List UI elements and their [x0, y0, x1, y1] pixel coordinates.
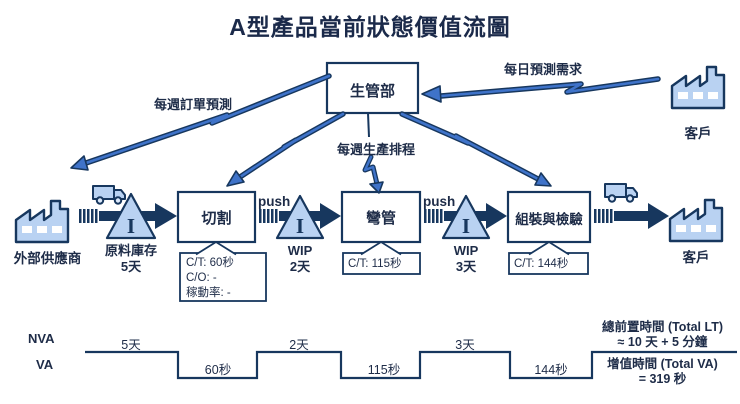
cutting-ct: C/T: 60秒 [186, 257, 234, 269]
timeline-nva-1: 5天 [121, 338, 141, 352]
wip1-label: WIP [287, 243, 313, 258]
control-box [325, 61, 420, 115]
page-title: A型產品當前狀態價值流圖 [229, 14, 511, 40]
timeline-summary-va: 增值時間 (Total VA) = 319 秒 [585, 357, 740, 386]
info-arrow-customer-to-control [421, 76, 661, 103]
wip2-qty: 3天 [455, 259, 477, 274]
timeline-summary-lt: 總前置時間 (Total LT) ≈ 10 天 + 5 分鐘 [585, 320, 740, 349]
total-va-value: = 319 秒 [638, 371, 687, 386]
data-box-cutting [179, 252, 267, 302]
info-arrow-control-to-supplier [70, 73, 332, 171]
inventory-triangle-raw: I [105, 192, 157, 240]
wip2-label: WIP [453, 243, 479, 258]
weekly-order-forecast-label: 每週訂單預測 [153, 97, 232, 112]
nva-label: NVA [28, 331, 55, 346]
inventory-triangle-wip2: I [441, 194, 491, 240]
customer-right-label: 客戶 [682, 250, 710, 265]
weekly-production-schedule-label: 每週生產排程 [336, 142, 415, 157]
info-arrow-control-to-assembly [399, 111, 552, 187]
total-lt-value: ≈ 10 天 + 5 分鐘 [617, 334, 708, 349]
timeline-ladder [85, 350, 737, 380]
data-box-cutting-text: C/T: 60秒 C/O: - 稼動率: - [186, 256, 264, 301]
push-label-1: push [258, 194, 291, 209]
total-va-title: 增值時間 (Total VA) [607, 357, 718, 371]
material-arrow-assembly-to-customer [594, 203, 669, 229]
timeline-nva-3: 3天 [455, 338, 475, 352]
process-box-bending [340, 190, 422, 244]
supplier-label: 外部供應商 [13, 251, 82, 266]
va-label: VA [36, 357, 54, 372]
process-cutting-label: 切割 [201, 210, 232, 227]
process-box-cutting [176, 190, 257, 244]
raw-inventory-qty: 5天 [120, 259, 142, 274]
process-bending-label: 彎管 [365, 210, 396, 227]
bending-ct: C/T: 115秒 [348, 258, 402, 270]
customer-factory-top-icon [670, 65, 726, 110]
info-arrow-control-to-bending [362, 112, 384, 194]
push-label-2: push [423, 194, 456, 209]
timeline-va-1: 60秒 [204, 363, 232, 377]
inventory-symbol: I [462, 214, 470, 238]
daily-forecast-label: 每日預測需求 [503, 62, 582, 77]
assembly-ct: C/T: 144秒 [514, 258, 569, 270]
timeline-va-2: 115秒 [367, 363, 401, 377]
raw-inventory-label: 原料庫存 [104, 243, 157, 258]
cutting-co: C/O: - [186, 272, 217, 284]
process-box-assembly [506, 190, 592, 244]
inventory-triangle-wip1: I [275, 194, 325, 240]
total-lt-title: 總前置時間 (Total LT) [601, 320, 724, 334]
callout-notches [195, 240, 570, 256]
truck-inbound-icon [92, 185, 126, 205]
info-arrow-control-to-cutting [226, 111, 346, 187]
customer-factory-right-icon [668, 198, 724, 243]
inventory-symbol: I [296, 214, 304, 238]
process-assembly-label: 組裝與檢驗 [515, 212, 583, 227]
truck-outbound-icon [604, 183, 638, 203]
customer-top-label: 客戶 [684, 126, 712, 141]
timeline-va-3: 144秒 [534, 363, 568, 377]
cutting-uptime: 稼動率: - [186, 287, 231, 299]
wip1-qty: 2天 [289, 259, 311, 274]
supplier-factory-icon [14, 199, 70, 244]
timeline-nva-2: 2天 [289, 338, 309, 352]
control-box-label: 生管部 [349, 83, 395, 100]
inventory-symbol: I [127, 214, 135, 238]
